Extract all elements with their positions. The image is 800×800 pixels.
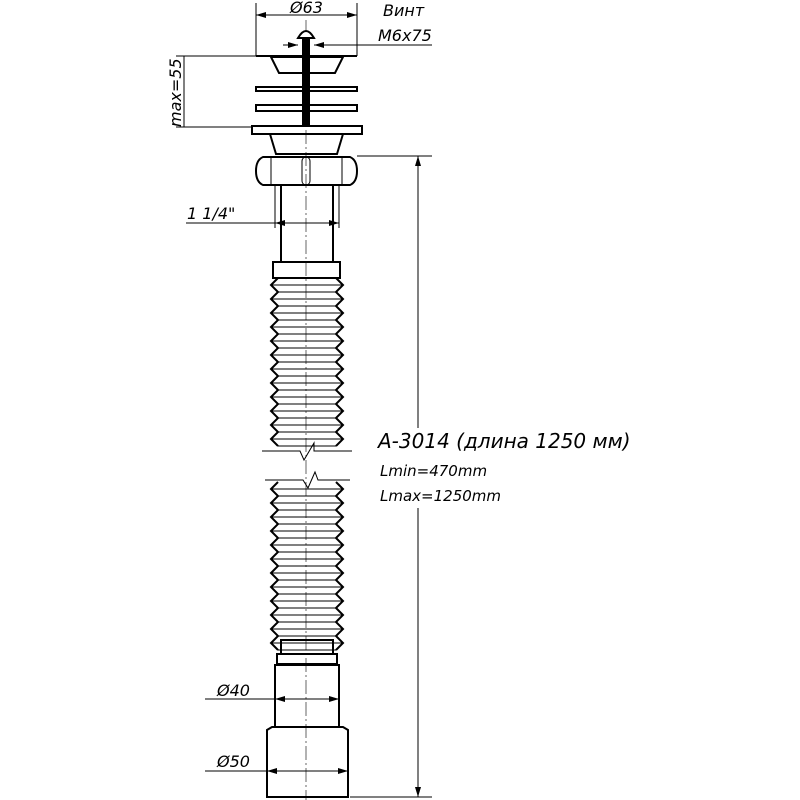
screw-label: Винт [383,1,425,20]
dim-top-diameter-label: Ø63 [289,0,323,17]
screw-callout: Винт M6x75 [283,1,432,48]
model-title: A-3014 (длина 1250 мм) [376,429,631,453]
dimension-max-height: max=55 [166,55,256,128]
corrugation-edge [334,481,345,651]
dim-outlet-40-label: Ø40 [216,681,250,700]
dim-thread-label: 1 1/4" [187,204,235,223]
corrugation-edge [334,277,345,447]
dim-outlet-50-label: Ø50 [216,752,250,771]
corrugation-edge [269,277,280,447]
screw-size: M6x75 [378,26,432,45]
length-max: Lmax=1250mm [380,487,501,505]
screw-icon [302,37,310,127]
dim-max-height-label: max=55 [166,58,185,127]
outlet-section: Ø40 Ø50 [205,639,349,798]
thread-tube: 1 1/4" [186,185,341,279]
corrugated-hose [269,277,345,651]
dimension-top-diameter: Ø63 [255,0,358,56]
length-min: Lmin=470mm [380,462,487,480]
union-nut [254,156,359,186]
corrugation-edge [269,481,280,651]
break-lines [262,441,352,490]
drain-grate-assembly [251,30,363,186]
